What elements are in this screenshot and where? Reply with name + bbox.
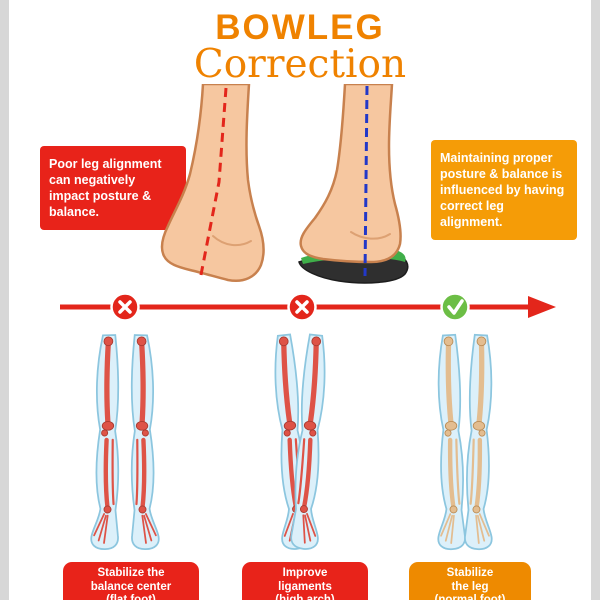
corrected-heel-illustration [298, 84, 409, 284]
label-line: (normal foot) [415, 594, 525, 600]
label-high-arch: Improve ligaments (high arch) [242, 562, 368, 600]
heel-outline [160, 84, 265, 282]
legs-high-arch-illustration [234, 320, 366, 565]
label-line: (high arch) [248, 594, 362, 600]
callout-proper-alignment: Maintaining proper posture & balance is … [431, 140, 577, 240]
legs-flat-foot-illustration [59, 320, 191, 565]
alignment-dashed-line [363, 85, 369, 277]
heel-crease [212, 235, 252, 247]
label-line: Improve [282, 567, 328, 579]
left-edge-strip [0, 0, 9, 600]
misalignment-dashed-line [198, 87, 228, 281]
label-line: ligaments [278, 580, 332, 593]
label-line: balance center [90, 580, 172, 593]
arrow-head [528, 296, 556, 318]
right-edge-strip [591, 0, 600, 600]
heel-outline [299, 84, 402, 264]
label-flat-foot: Stabilize the balance center (flat foot) [63, 562, 199, 600]
legs-normal-foot-illustration [399, 320, 531, 565]
page-title: BOWLEG [215, 8, 385, 47]
callout-poor-alignment: Poor leg alignment can negatively impact… [40, 146, 186, 230]
label-line: Stabilize the [97, 567, 165, 579]
page-subtitle: Correction [193, 42, 407, 87]
heel-crease [350, 231, 391, 240]
progress-arrow [60, 292, 556, 322]
cross-marker-2 [287, 292, 317, 322]
check-marker [440, 292, 470, 322]
label-line: Stabilize [446, 567, 494, 579]
cross-marker-1 [110, 292, 140, 322]
label-normal-foot: Stabilize the leg (normal foot) [409, 562, 531, 600]
label-line: (flat foot) [69, 594, 193, 600]
label-line: the leg [451, 580, 489, 593]
misaligned-heel-illustration [160, 84, 265, 282]
